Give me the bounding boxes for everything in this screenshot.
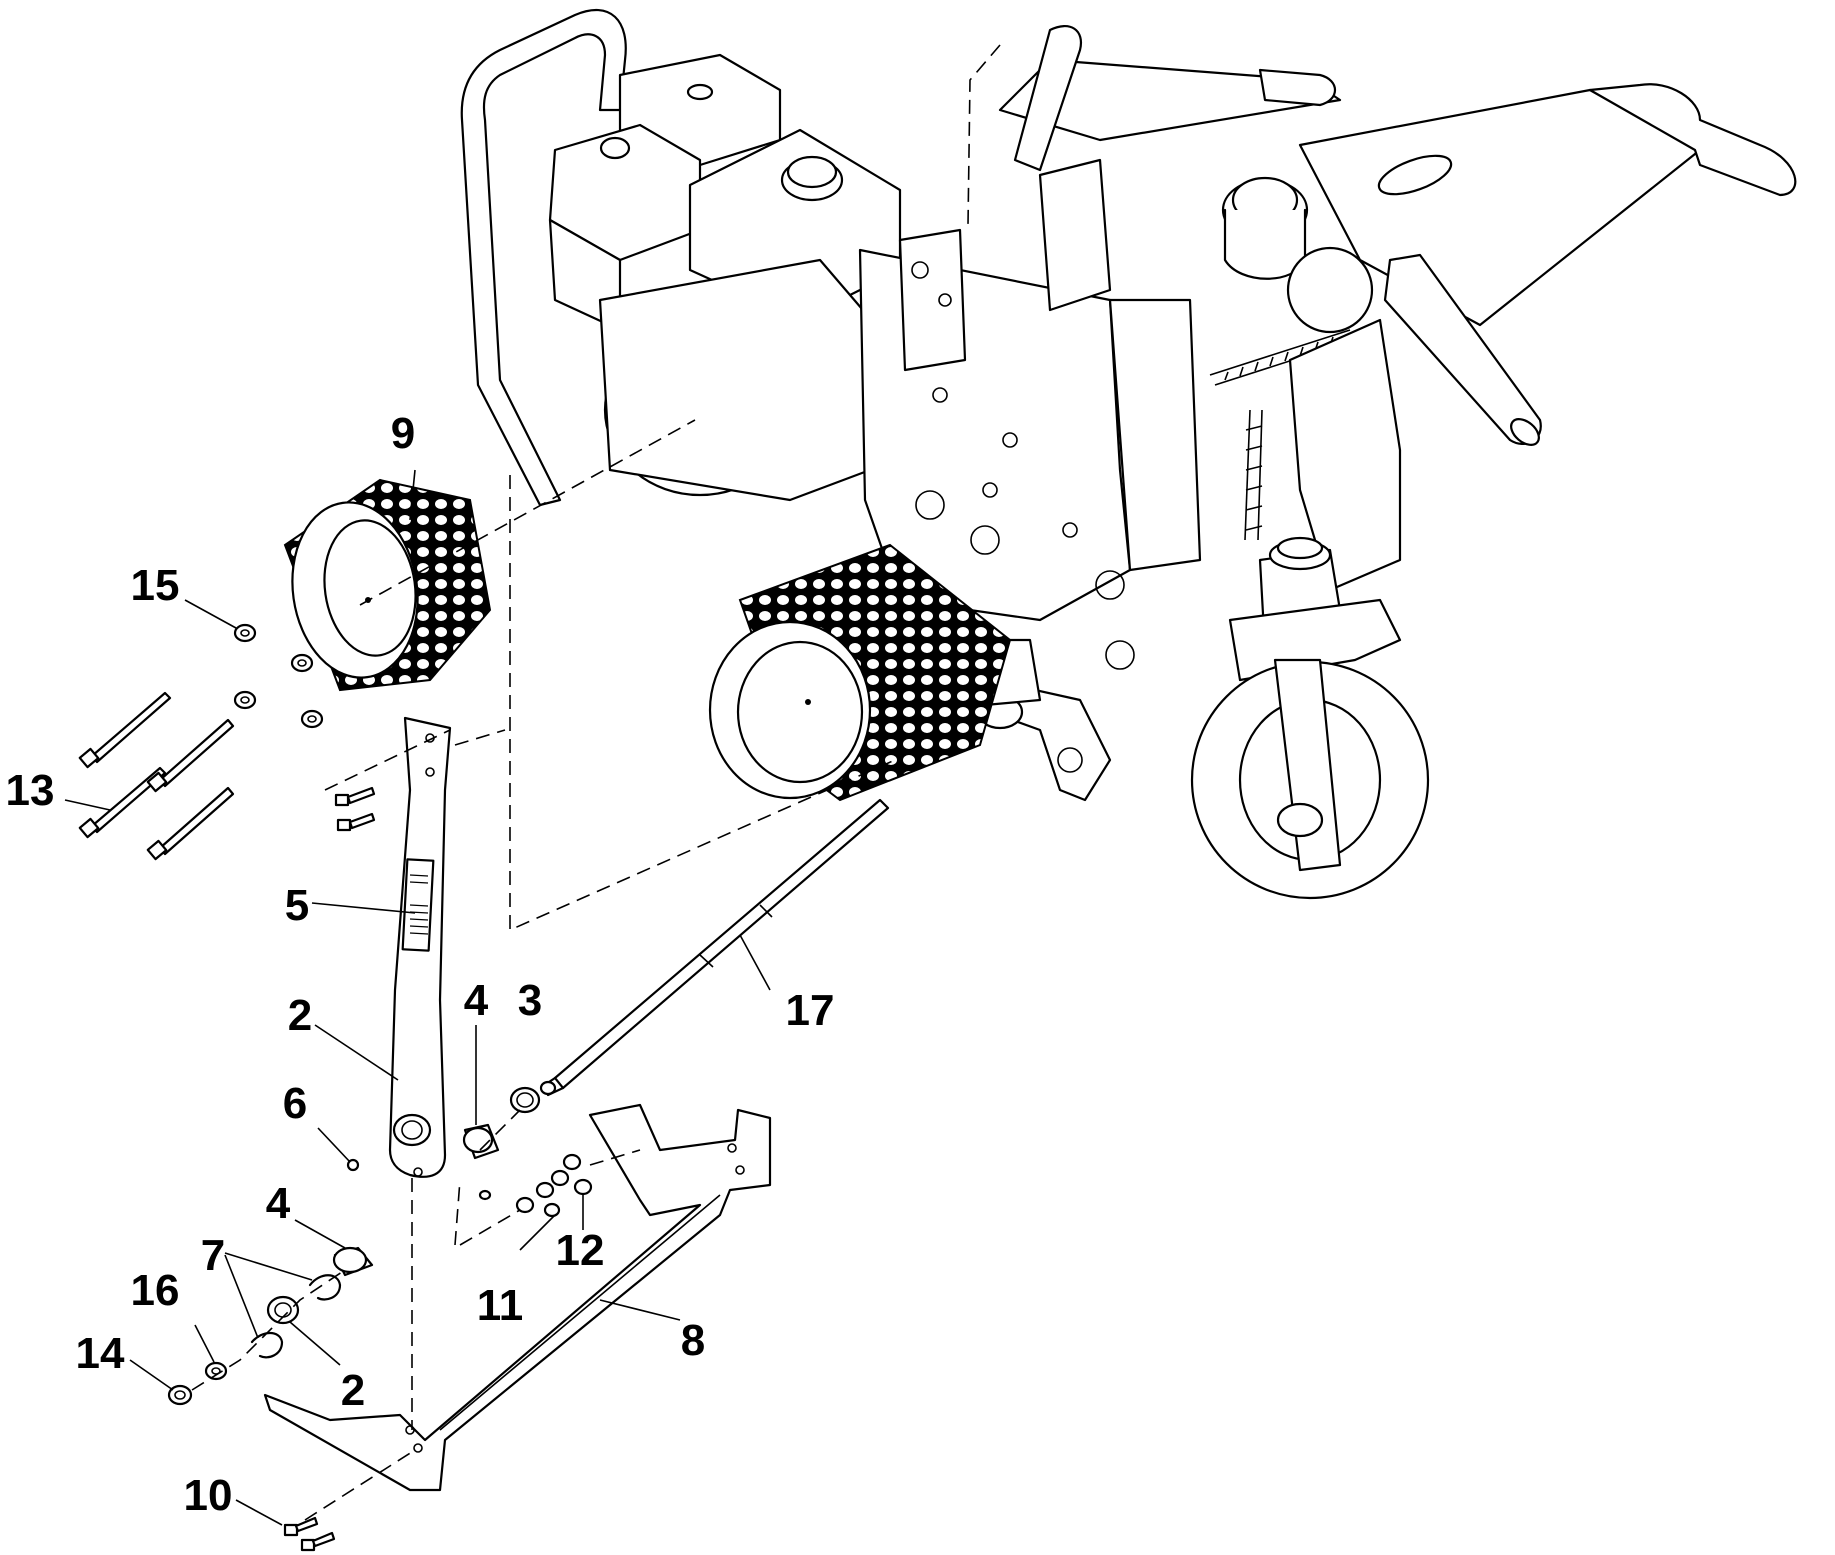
drive-wheel-right bbox=[708, 543, 1012, 802]
callout-4-upper: 4 bbox=[464, 976, 489, 1025]
machine-assembly bbox=[460, 9, 1797, 900]
part-15-hardware bbox=[233, 623, 324, 729]
part-6-fitting bbox=[346, 1158, 360, 1172]
part-9-wheel bbox=[283, 478, 492, 692]
part-14-nut bbox=[167, 1384, 193, 1406]
part-11-12-hardware bbox=[478, 1153, 593, 1218]
callout-4-lower: 4 bbox=[266, 1179, 291, 1228]
callout-1: 2 bbox=[288, 991, 312, 1040]
callout-17: 17 bbox=[786, 986, 835, 1035]
callout-9: 9 bbox=[391, 409, 415, 458]
callout-11: 11 bbox=[477, 1281, 524, 1330]
callout-7: 7 bbox=[201, 1231, 225, 1280]
callout-8: 8 bbox=[681, 1316, 705, 1365]
callout-14: 14 bbox=[76, 1329, 125, 1378]
callout-3: 3 bbox=[518, 976, 542, 1025]
callout-5: 5 bbox=[285, 881, 309, 930]
part-8-frame bbox=[263, 1103, 772, 1492]
part-1-handle-arm bbox=[388, 716, 452, 1178]
callouts: 9 15 13 5 2 4 3 17 6 4 12 7 16 11 8 14 2… bbox=[6, 409, 835, 1520]
part-16-washer bbox=[204, 1361, 228, 1381]
callout-15: 15 bbox=[131, 561, 180, 610]
callout-2: 2 bbox=[341, 1366, 365, 1415]
callout-13: 13 bbox=[6, 766, 55, 815]
small-bolts bbox=[334, 786, 376, 832]
callout-12: 12 bbox=[556, 1226, 605, 1275]
leader-lines bbox=[64, 469, 771, 1526]
part-2-bearing bbox=[266, 1295, 300, 1325]
assembly-lines bbox=[191, 44, 1001, 1521]
part-10-bolts bbox=[283, 1516, 336, 1552]
part-17-axle bbox=[539, 798, 890, 1097]
callout-10: 10 bbox=[184, 1471, 233, 1520]
part-13-bolts bbox=[78, 691, 235, 861]
part-3-washer bbox=[509, 1086, 541, 1114]
callout-16: 16 bbox=[131, 1266, 180, 1315]
callout-6: 6 bbox=[283, 1079, 307, 1128]
part-4-bushings bbox=[332, 1123, 500, 1277]
part-7-retaining-rings bbox=[250, 1274, 342, 1359]
